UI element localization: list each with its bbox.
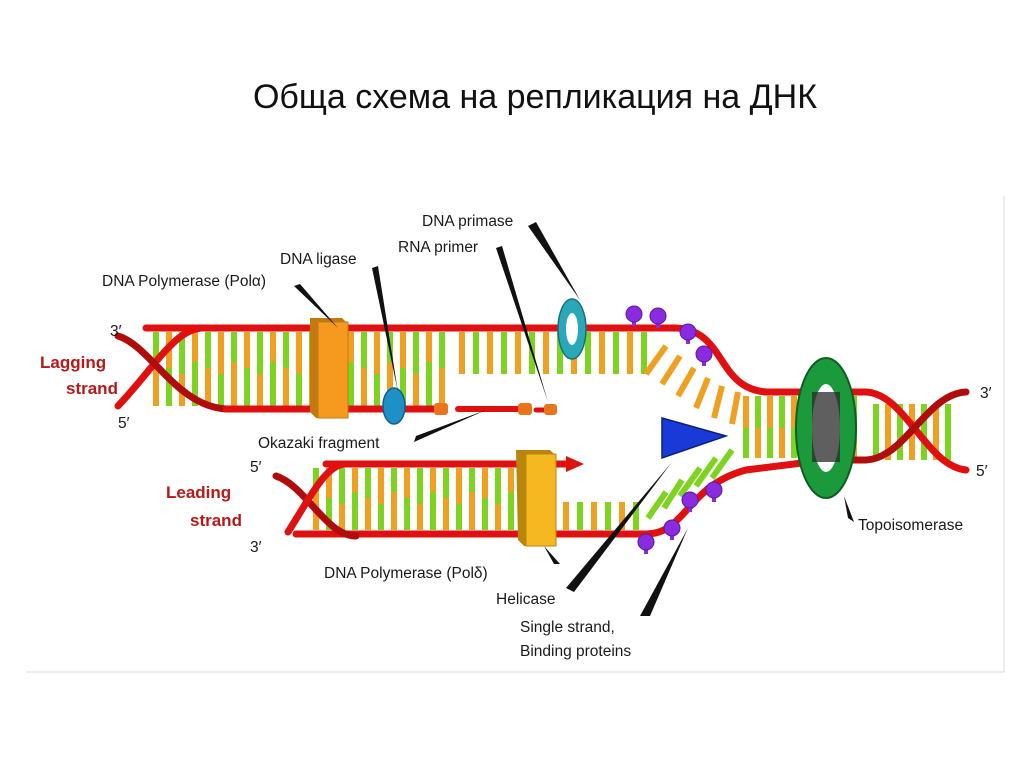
label-ssb-line2: Binding proteins (520, 643, 631, 660)
leading-template-backbone (292, 456, 830, 538)
end-lagging-bottom: 5′ (118, 415, 130, 432)
leading-helix-upper (284, 460, 350, 536)
fork-upper-base (659, 354, 683, 386)
label-rna-primer: RNA primer (398, 239, 478, 256)
base-pairs (153, 332, 951, 530)
topo-pointer (844, 496, 854, 522)
topoisomerase-ring (795, 357, 857, 499)
label-dna-polymerase-alpha: DNA Polymerase (Polα) (102, 273, 266, 290)
replication-fork-svg: DNA primase RNA primer DNA ligase DNA Po… (26, 196, 1005, 673)
fork-upper-base (711, 385, 725, 419)
fork-upper-base (643, 344, 669, 376)
ssb-protein-lower (705, 481, 723, 502)
fork-lower-base (677, 466, 703, 498)
primase-pointer (528, 222, 580, 300)
label-topoisomerase: Topoisomerase (858, 517, 963, 534)
duplex-helix-b (822, 388, 970, 464)
pointers (294, 222, 854, 616)
ssb-protein-lower (681, 491, 699, 512)
fork-lower-base (709, 448, 735, 480)
fork-lower-base (693, 456, 719, 488)
rna-primers (434, 403, 557, 415)
lagging-helix-lower (114, 332, 230, 413)
pol-alpha-front (317, 321, 349, 419)
rna-primer-2 (518, 403, 532, 415)
end-leading-top: 5′ (250, 459, 262, 476)
end-lagging-top: 3′ (110, 323, 122, 340)
pol-delta-pointer (544, 546, 560, 564)
ligase-pointer (372, 266, 398, 392)
okazaki-pointer (414, 410, 486, 442)
dna-polymerase-alpha-block (310, 318, 349, 419)
label-dna-primase: DNA primase (422, 213, 513, 230)
label-dna-polymerase-delta: DNA Polymerase (Polδ) (324, 565, 488, 582)
fork-upper-base (693, 376, 711, 410)
label-lagging-line1: Lagging (40, 353, 106, 372)
leading-strand-arrow (566, 456, 584, 472)
ssb-protein-upper (649, 307, 667, 328)
fork-upper-base (729, 391, 741, 425)
single-strand-binding-proteins (625, 305, 723, 554)
dna-ligase-enzyme (382, 387, 406, 425)
topo-inner-shadow (812, 392, 840, 462)
helicase-pointer (566, 462, 672, 592)
ssb-protein-lower (637, 533, 655, 554)
label-okazaki-fragment: Okazaki fragment (258, 435, 380, 452)
helicase-enzyme (661, 417, 729, 460)
rna-primer-pointer (496, 246, 548, 402)
label-helicase: Helicase (496, 591, 555, 608)
dna-replication-diagram: DNA primase RNA primer DNA ligase DNA Po… (26, 196, 1006, 674)
end-right-top: 3′ (980, 385, 992, 402)
label-dna-ligase: DNA ligase (280, 251, 357, 268)
pol-delta-front (525, 453, 557, 547)
end-right-bottom: 5′ (976, 463, 988, 480)
ssb-pointer (640, 528, 688, 616)
label-lagging-line2: strand (66, 379, 118, 398)
lagging-helix-upper (114, 324, 210, 410)
fork-upper-base (675, 366, 697, 398)
ssb-protein-upper (679, 323, 697, 344)
pol-alpha-pointer (294, 284, 338, 328)
dna-polymerase-delta-block (516, 450, 557, 547)
ssb-protein-upper (625, 305, 643, 326)
label-leading-line1: Leading (166, 483, 231, 502)
fork-lower-base (645, 490, 669, 520)
ssb-protein-upper (695, 345, 713, 366)
rna-primer-1 (434, 403, 448, 415)
primase-hole (566, 313, 578, 345)
leading-helix-lower (272, 472, 360, 540)
ssb-protein-lower (663, 519, 681, 540)
rna-primer-3 (544, 404, 557, 415)
label-ssb-line1: Single strand, (520, 619, 615, 636)
dna-primase-ring (557, 298, 587, 360)
slide-title: Обща схема на репликация на ДНК (252, 78, 818, 116)
end-leading-bottom: 3′ (250, 539, 262, 556)
label-leading-line2: strand (190, 511, 242, 530)
fork-lower-base (661, 478, 685, 510)
